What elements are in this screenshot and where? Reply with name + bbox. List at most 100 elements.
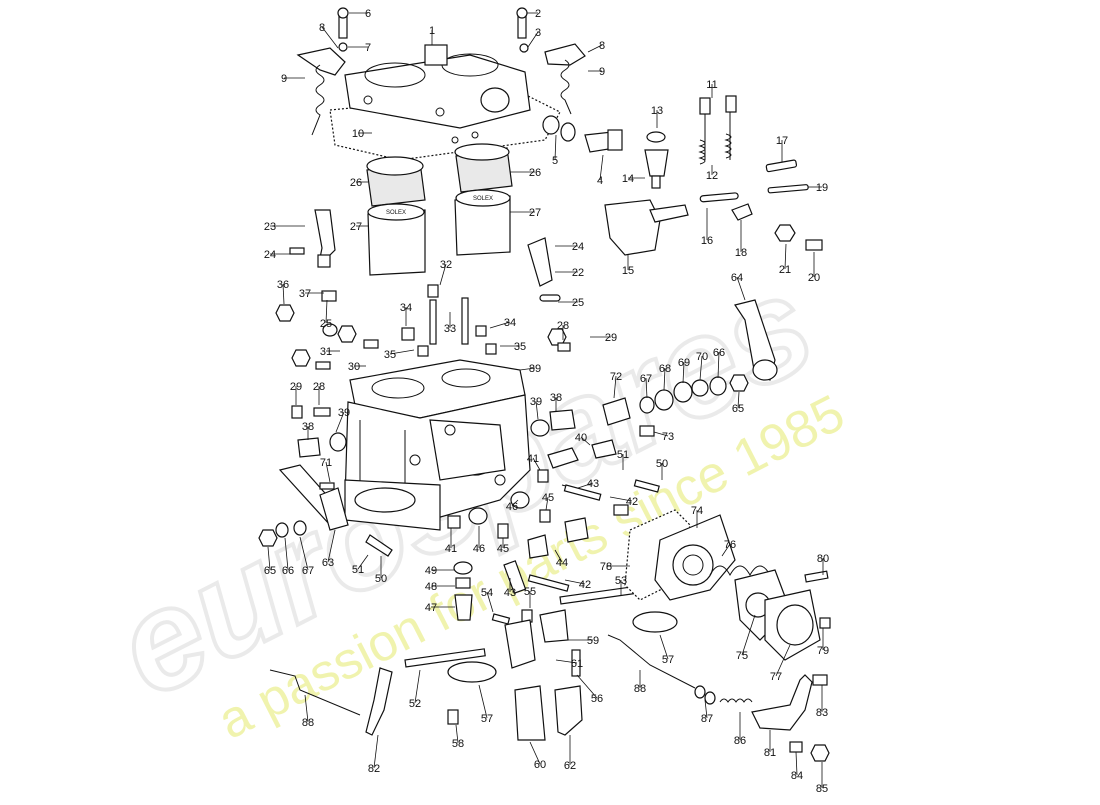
part-number-label: 6 [365,8,371,20]
leader-line-5 [554,134,557,161]
leader-line-64 [736,276,746,301]
leader-line-82 [373,734,379,769]
part-number-label: 57 [662,654,674,666]
part-number-label: 42 [579,579,591,591]
part-number-label: 85 [816,783,828,795]
part-number-label: 29 [605,332,617,344]
leader-line-88a [304,694,309,723]
leader-line-58 [455,724,459,744]
leader-line-66a [284,537,289,571]
leader-line-63 [327,529,336,563]
part-number-label: 44 [556,557,568,569]
leader-line-8b [587,44,603,53]
leader-line-68 [663,367,666,391]
leader-line-41a [532,457,541,471]
part-number-label: 83 [816,707,828,719]
part-number-label: 42 [626,496,638,508]
part-number-label: 74 [691,505,703,517]
part-number-label: 2 [535,8,541,20]
part-number-label: 28 [557,320,569,332]
part-number-label: 73 [662,431,674,443]
leader-line-65b [737,391,740,409]
part-number-label: 71 [320,457,332,469]
part-number-label: 22 [572,267,584,279]
part-number-label: 80 [817,553,829,565]
part-number-label: 66 [713,347,725,359]
part-number-label: 84 [791,770,803,782]
part-number-label: 53 [615,575,627,587]
carburetor-body [344,359,531,531]
part-number-label: 28 [313,381,325,393]
leader-line-25a [325,299,328,324]
part-number-label: 46 [473,543,485,555]
part-number-label: 87 [701,713,713,725]
part-number-label: 63 [322,557,334,569]
part-number-label: 1 [429,25,435,37]
leader-line-35a [389,349,415,355]
right-spring-bracket [516,7,586,115]
leader-line-8a [321,26,339,49]
part-number-label: 41 [445,543,457,555]
part-number-label: 35 [514,341,526,353]
part-number-label: 54 [481,587,493,599]
leader-line-4 [599,154,604,181]
part-number-label: 55 [524,586,536,598]
throttle-parts [404,585,678,741]
part-number-label: 3 [535,27,541,39]
part-number-label: 46 [506,501,518,513]
part-number-label: 59 [587,635,599,647]
linkage-rods [269,634,696,736]
left-small-parts [258,209,393,557]
leader-line-87 [704,699,708,719]
part-number-label: 8 [599,40,605,52]
part-number-label: 20 [808,272,820,284]
part-number-label: 43 [587,478,599,490]
leader-line-43a [577,482,594,489]
callouts: 1234567889910111213141516171819202122232… [264,8,829,795]
center-small-parts [401,237,660,677]
part-number-label: 9 [281,73,287,85]
part-number-label: 26 [350,177,362,189]
part-number-label: 18 [735,247,747,259]
part-number-label: 34 [504,317,516,329]
venturi-sleeves: SOLEX SOLEX [366,143,513,276]
svg-text:SOLEX: SOLEX [386,210,406,216]
part-number-label: 65 [264,565,276,577]
part-number-label: 88 [302,717,314,729]
leader-line-57a [478,684,488,719]
leader-line-40 [580,436,591,446]
leader-line-65a [267,546,271,571]
part-number-label: 39 [338,407,350,419]
leader-line-75 [741,614,756,656]
part-number-label: 51 [352,564,364,576]
leader-line-57b [659,634,669,660]
part-number-label: 35 [384,349,396,361]
part-number-label: 49 [425,565,437,577]
part-number-label: 29 [290,381,302,393]
leader-line-84 [795,751,798,776]
leader-line-66b [717,351,720,379]
part-number-label: 33 [444,323,456,335]
svg-text:SOLEX: SOLEX [473,196,493,202]
part-number-label: 16 [701,235,713,247]
leader-line-56 [576,674,598,699]
part-number-label: 47 [425,602,437,614]
part-number-label: 50 [375,573,387,585]
leader-line-54 [486,591,494,613]
part-number-label: 14 [622,173,634,185]
part-number-label: 5 [552,155,558,167]
leader-line-42a [609,496,633,502]
part-number-label: 79 [817,645,829,657]
part-number-label: 25 [320,318,332,330]
part-number-label: 82 [368,763,380,775]
part-number-label: 37 [299,288,311,300]
accelerator-pump [624,509,831,686]
leader-line-67b [645,377,648,399]
part-number-label: 27 [529,207,541,219]
part-number-label: 45 [542,492,554,504]
part-number-label: 62 [564,760,576,772]
part-number-label: 41 [527,453,539,465]
leader-line-77 [775,644,791,677]
